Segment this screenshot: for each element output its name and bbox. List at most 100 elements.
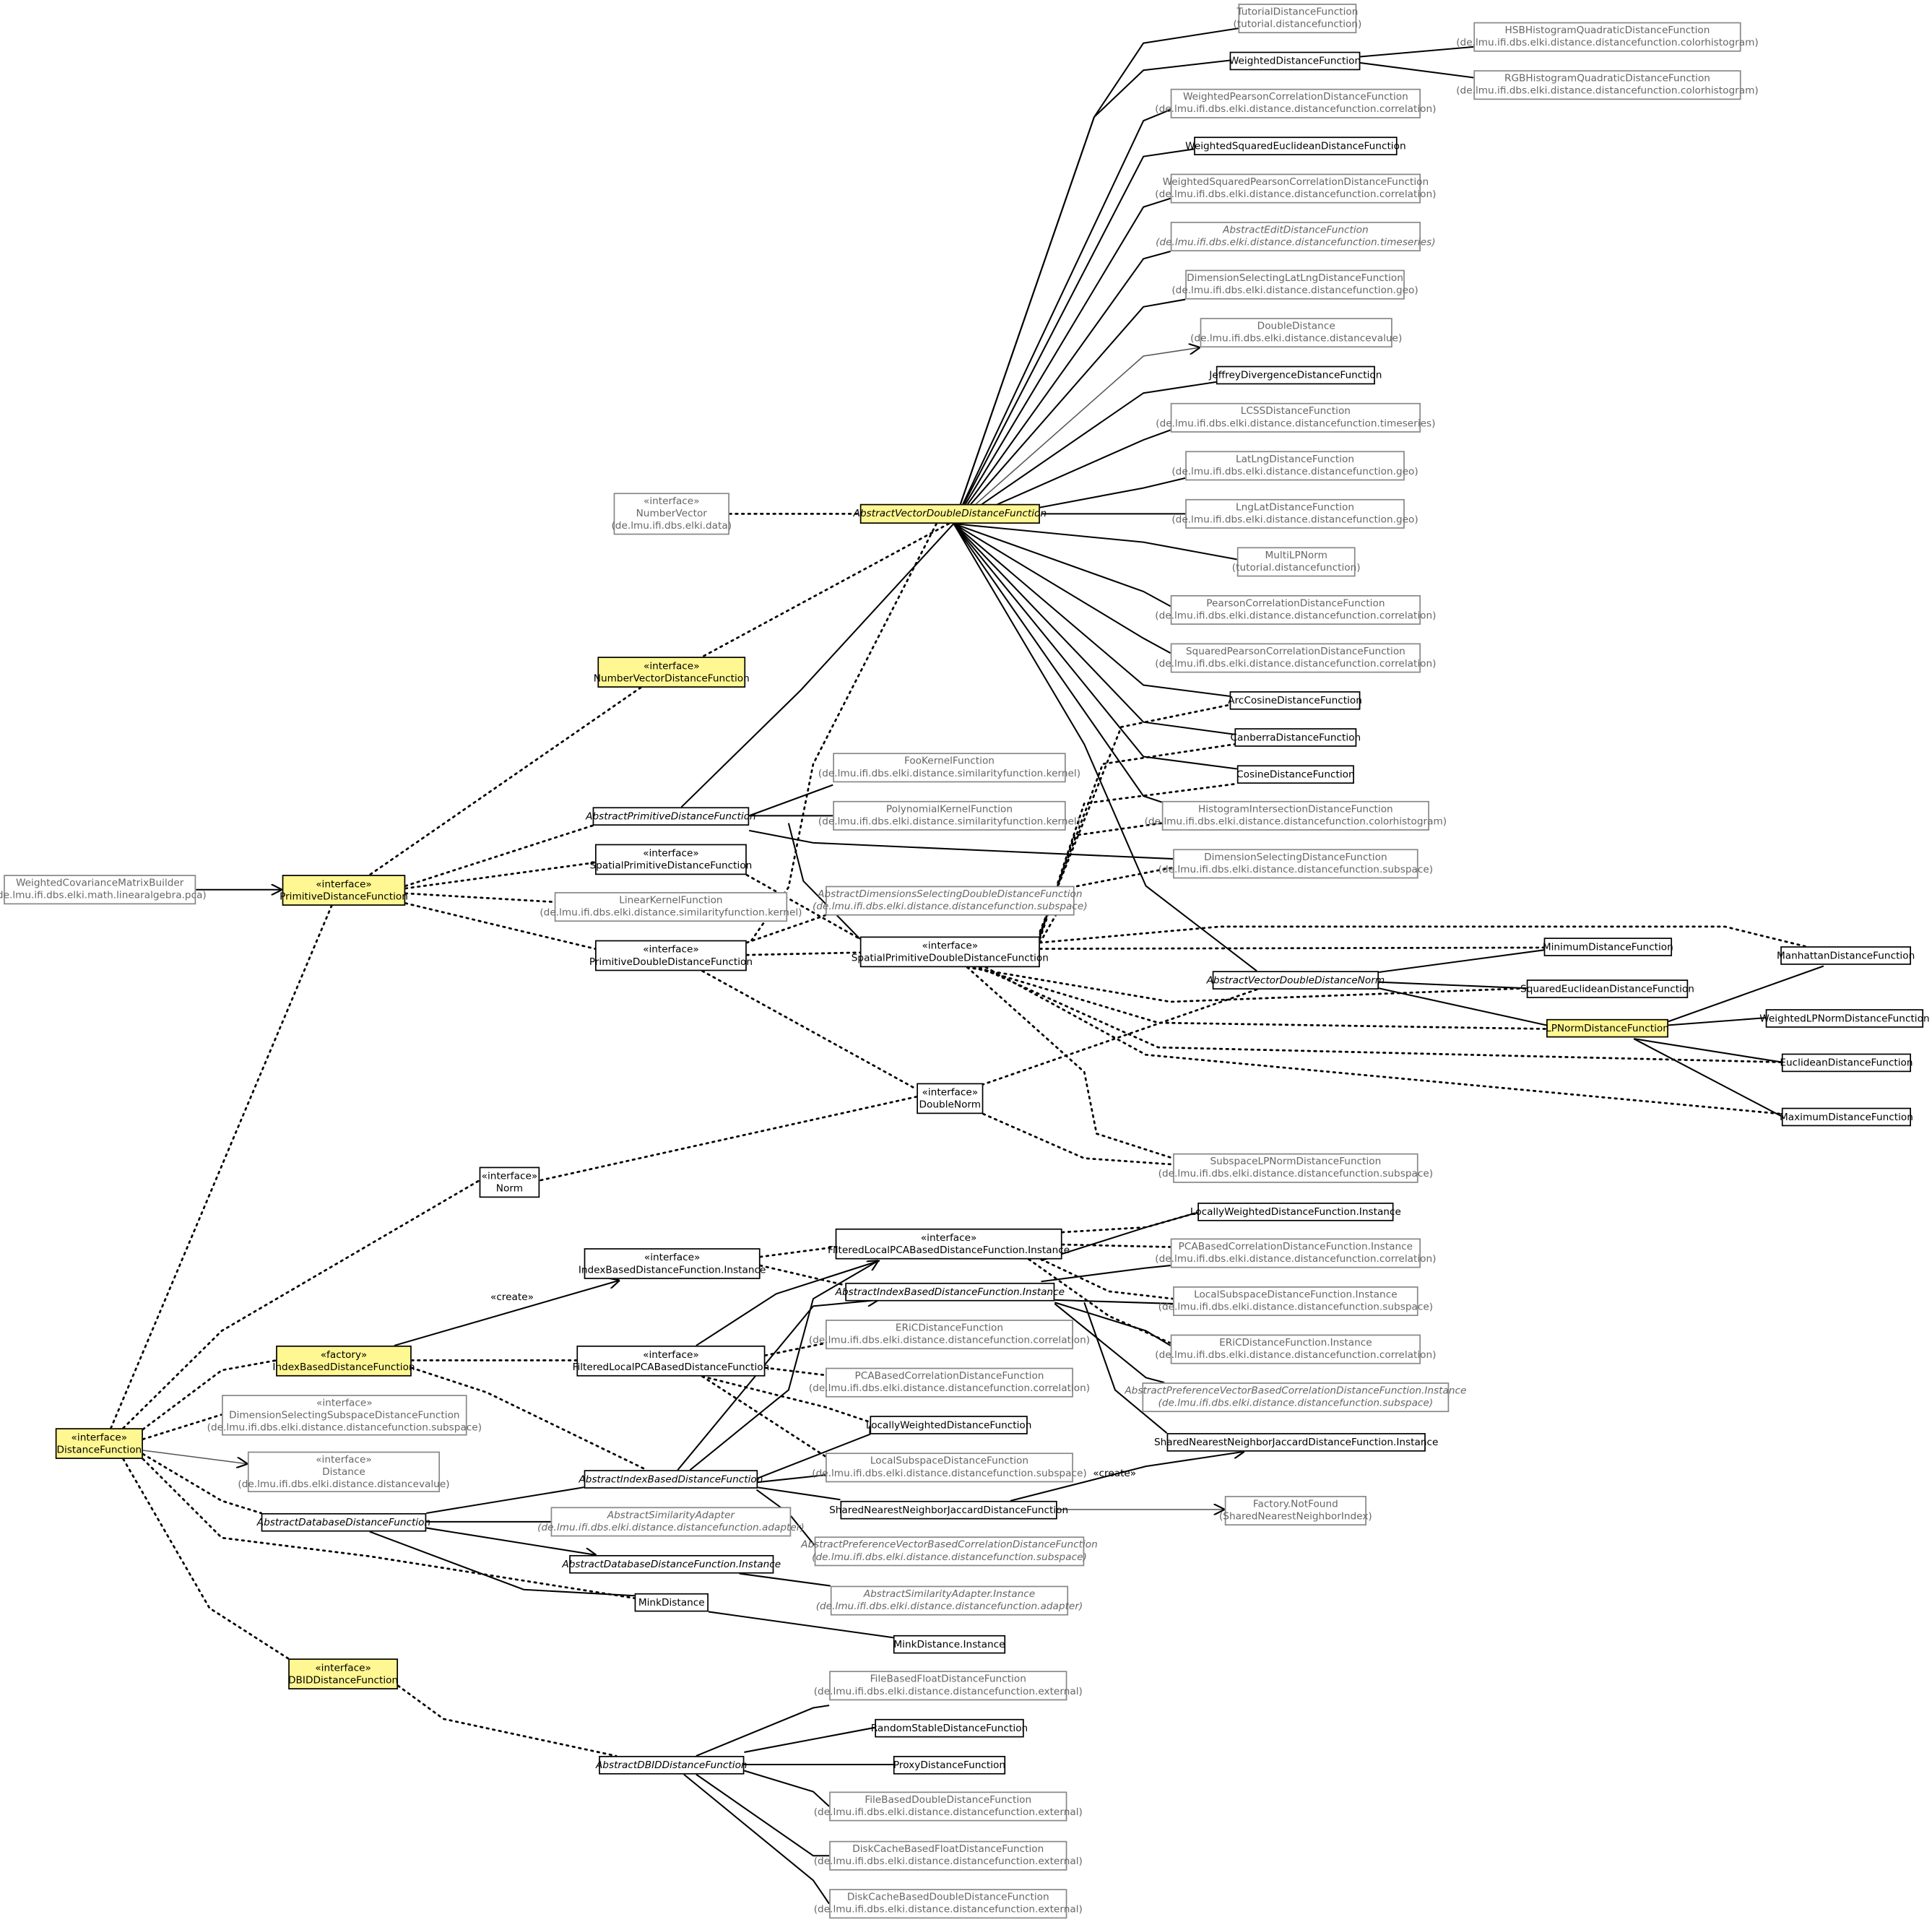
class-box-adbiddf[interactable]: AbstractDBIDDistanceFunction	[596, 1756, 748, 1775]
class-box-arccos[interactable]: ArcCosineDistanceFunction	[1228, 691, 1362, 710]
class-box-distance[interactable]: «interface»Distance(de.lmu.ifi.dbs.elki.…	[238, 1451, 450, 1492]
class-name: AbstractPreferenceVectorBasedCorrelation…	[1125, 1385, 1467, 1396]
class-box-flpca-instance[interactable]: «interface»FilteredLocalPCABasedDistance…	[828, 1228, 1070, 1260]
generalization-connector	[1633, 1038, 1782, 1063]
class-name: AbstractDatabaseDistanceFunction.Instanc…	[562, 1558, 781, 1570]
class-box-euclidean[interactable]: EuclideanDistanceFunction	[1780, 1053, 1913, 1073]
class-box-apvbcdf-instance[interactable]: AbstractPreferenceVectorBasedCorrelation…	[1125, 1382, 1466, 1413]
class-name: HistogramIntersectionDistanceFunction	[1197, 803, 1393, 815]
class-name: MinkDistance	[638, 1596, 705, 1608]
class-box-pcabased-instance[interactable]: PCABasedCorrelationDistanceFunction.Inst…	[1155, 1238, 1436, 1268]
class-box-minimum[interactable]: MinimumDistanceFunction	[1543, 938, 1673, 956]
package-label: (de.lmu.ifi.dbs.elki.distance.distancefu…	[1171, 285, 1418, 296]
class-box-cosine[interactable]: CosineDistanceFunction	[1236, 765, 1355, 784]
class-box-avddn[interactable]: AbstractVectorDoubleDistanceNorm	[1207, 971, 1385, 990]
class-box-local-subspace-instance[interactable]: LocalSubspaceDistanceFunction.Instance(d…	[1158, 1286, 1433, 1317]
stereotype-label: «interface»	[920, 1231, 977, 1243]
class-box-lw-instance[interactable]: LocallyWeightedDistanceFunction.Instance	[1190, 1203, 1401, 1221]
class-box-adsddf[interactable]: AbstractDimensionsSelectingDoubleDistanc…	[813, 886, 1088, 916]
class-box-wcmb[interactable]: WeightedCovarianceMatrixBuilder(de.lmu.i…	[0, 875, 207, 905]
class-box-latlng[interactable]: LatLngDistanceFunction(de.lmu.ifi.dbs.el…	[1171, 451, 1418, 481]
class-box-foo-kernel[interactable]: FooKernelFunction(de.lmu.ifi.dbs.elki.di…	[818, 753, 1080, 783]
class-name: DimensionSelectingSubspaceDistanceFuncti…	[229, 1408, 460, 1421]
generalization-connector	[756, 1425, 871, 1480]
class-box-apvbcdf[interactable]: AbstractPreferenceVectorBasedCorrelation…	[801, 1536, 1098, 1567]
class-box-rgb-hist[interactable]: RGBHistogramQuadraticDistanceFunction(de…	[1456, 70, 1759, 100]
class-box-double-distance[interactable]: DoubleDistance(de.lmu.ifi.dbs.elki.dista…	[1190, 318, 1402, 348]
class-box-ibdf[interactable]: «factory»IndexBasedDistanceFunction	[272, 1345, 415, 1377]
realization-connector	[982, 1112, 1174, 1166]
class-box-double-norm[interactable]: «interface»DoubleNorm	[917, 1083, 984, 1114]
class-box-lpnorm[interactable]: LPNormDistanceFunction	[1546, 1018, 1669, 1038]
class-box-weighted-sq-eucl[interactable]: WeightedSquaredEuclideanDistanceFunction	[1185, 137, 1406, 155]
class-box-eric[interactable]: ERiCDistanceFunction(de.lmu.ifi.dbs.elki…	[809, 1320, 1090, 1350]
class-box-multilp[interactable]: MultiLPNorm(tutorial.distancefunction)	[1232, 547, 1361, 577]
class-box-local-subspace[interactable]: LocalSubspaceDistanceFunction(de.lmu.ifi…	[812, 1453, 1087, 1483]
class-box-flpca[interactable]: «interface»FilteredLocalPCABasedDistance…	[573, 1345, 769, 1377]
class-box-proxy[interactable]: ProxyDistanceFunction	[893, 1756, 1006, 1775]
class-box-dcbf[interactable]: DiskCacheBasedFloatDistanceFunction(de.l…	[814, 1840, 1083, 1871]
class-box-norm[interactable]: «interface»Norm	[479, 1166, 540, 1198]
class-box-jeffrey[interactable]: JeffreyDivergenceDistanceFunction	[1209, 365, 1382, 385]
class-box-random-stable[interactable]: RandomStableDistanceFunction	[871, 1718, 1028, 1738]
class-box-dcbd[interactable]: DiskCacheBasedDoubleDistanceFunction(de.…	[814, 1889, 1083, 1919]
class-box-pdf[interactable]: «interface»PrimitiveDistanceFunction	[280, 875, 408, 906]
class-box-tutorial-df[interactable]: TutorialDistanceFunction(tutorial.distan…	[1233, 4, 1361, 34]
class-box-weighted-lp[interactable]: WeightedLPNormDistanceFunction	[1759, 1009, 1930, 1028]
class-box-nvdf[interactable]: «interface»NumberVectorDistanceFunction	[594, 657, 750, 688]
generalization-connector	[696, 1260, 880, 1346]
class-box-lcss[interactable]: LCSSDistanceFunction(de.lmu.ifi.dbs.elki…	[1156, 402, 1435, 433]
class-box-fbf[interactable]: FileBasedFloatDistanceFunction(de.lmu.if…	[814, 1671, 1083, 1701]
class-name: RGBHistogramQuadraticDistanceFunction	[1504, 72, 1710, 85]
class-box-eric-instance[interactable]: ERiCDistanceFunction.Instance(de.lmu.ifi…	[1155, 1334, 1436, 1364]
class-box-spdf[interactable]: «interface»SpatialPrimitiveDistanceFunct…	[590, 844, 752, 875]
class-box-weighted-pearson[interactable]: WeightedPearsonCorrelationDistanceFuncti…	[1155, 88, 1436, 118]
class-box-subspace-lp[interactable]: SubspaceLPNormDistanceFunction(de.lmu.if…	[1158, 1153, 1433, 1183]
class-box-sq-eucl[interactable]: SquaredEuclideanDistanceFunction	[1520, 979, 1694, 998]
class-box-snn[interactable]: SharedNearestNeighborJaccardDistanceFunc…	[829, 1500, 1068, 1520]
realization-connector	[701, 1375, 871, 1424]
class-box-asa-instance[interactable]: AbstractSimilarityAdapter.Instance(de.lm…	[816, 1585, 1083, 1616]
class-box-aibdf-instance[interactable]: AbstractIndexBasedDistanceFunction.Insta…	[836, 1282, 1065, 1302]
class-box-addf-instance[interactable]: AbstractDatabaseDistanceFunction.Instanc…	[562, 1554, 781, 1574]
class-box-pearson[interactable]: PearsonCorrelationDistanceFunction(de.lm…	[1155, 594, 1436, 625]
class-name: DistanceFunction	[56, 1443, 142, 1455]
class-box-dimsel-df[interactable]: DimensionSelectingDistanceFunction(de.lm…	[1158, 849, 1433, 879]
class-box-lin-kernel[interactable]: LinearKernelFunction(de.lmu.ifi.dbs.elki…	[540, 892, 802, 922]
class-box-spddf[interactable]: «interface»SpatialPrimitiveDoubleDistanc…	[852, 936, 1049, 968]
class-box-manhattan[interactable]: ManhattanDistanceFunction	[1777, 946, 1915, 965]
class-box-abstract-edit[interactable]: AbstractEditDistanceFunction(de.lmu.ifi.…	[1156, 222, 1436, 252]
class-box-weighted-sq-pearson[interactable]: WeightedSquaredPearsonCorrelationDistanc…	[1155, 173, 1436, 204]
class-box-number-vector[interactable]: «interface»NumberVector(de.lmu.ifi.dbs.e…	[611, 493, 732, 535]
class-box-pcabased[interactable]: PCABasedCorrelationDistanceFunction(de.l…	[809, 1367, 1090, 1398]
class-box-aibdf[interactable]: AbstractIndexBasedDistanceFunction	[579, 1470, 763, 1489]
class-box-ibdf-instance[interactable]: «interface»IndexBasedDistanceFunction.In…	[579, 1248, 766, 1279]
generalization-connector	[953, 381, 1216, 524]
class-box-avddf[interactable]: AbstractVectorDoubleDistanceFunction	[854, 503, 1047, 524]
class-box-hsb-hist[interactable]: HSBHistogramQuadraticDistanceFunction(de…	[1456, 22, 1759, 52]
class-box-mink[interactable]: MinkDistance	[634, 1593, 709, 1612]
class-box-factory-notfound[interactable]: Factory.NotFound(SharedNearestNeighborIn…	[1219, 1496, 1372, 1526]
class-box-dimsel-latlng[interactable]: DimensionSelectingLatLngDistanceFunction…	[1171, 269, 1418, 300]
class-box-dssdf[interactable]: «interface»DimensionSelectingSubspaceDis…	[207, 1395, 482, 1436]
realization-connector	[538, 1095, 918, 1182]
class-box-snn-instance[interactable]: SharedNearestNeighborJaccardDistanceFunc…	[1154, 1433, 1438, 1452]
class-box-canberra[interactable]: CanberraDistanceFunction	[1231, 728, 1361, 747]
class-box-lwdf[interactable]: LocallyWeightedDistanceFunction	[866, 1416, 1031, 1434]
class-box-sq-pearson[interactable]: SquaredPearsonCorrelationDistanceFunctio…	[1155, 643, 1436, 673]
class-box-maximum[interactable]: MaximumDistanceFunction	[1780, 1107, 1913, 1127]
class-box-addf[interactable]: AbstractDatabaseDistanceFunction	[257, 1512, 430, 1532]
class-box-mink-instance[interactable]: MinkDistance.Instance	[893, 1635, 1006, 1654]
class-box-poly-kernel[interactable]: PolynomialKernelFunction(de.lmu.ifi.dbs.…	[818, 800, 1080, 831]
class-box-asa[interactable]: AbstractSimilarityAdapter(de.lmu.ifi.dbs…	[537, 1507, 805, 1537]
class-name: DimensionSelectingLatLngDistanceFunction	[1187, 272, 1403, 284]
class-box-apdf[interactable]: AbstractPrimitiveDistanceFunction	[586, 807, 756, 826]
generalization-connector	[1360, 61, 1474, 79]
class-box-dbid-df[interactable]: «interface»DBIDDistanceFunction	[288, 1658, 398, 1689]
class-box-pddf[interactable]: «interface»PrimitiveDoubleDistanceFuncti…	[589, 940, 753, 971]
class-box-lnglat[interactable]: LngLatDistanceFunction(de.lmu.ifi.dbs.el…	[1171, 498, 1418, 529]
class-box-hist-inter[interactable]: HistogramIntersectionDistanceFunction(de…	[1145, 800, 1447, 831]
class-box-distance-fn[interactable]: «interface»DistanceFunction	[55, 1428, 143, 1459]
class-box-fbd[interactable]: FileBasedDoubleDistanceFunction(de.lmu.i…	[814, 1791, 1083, 1822]
class-box-weighted-df[interactable]: WeightedDistanceFunction	[1229, 51, 1361, 71]
